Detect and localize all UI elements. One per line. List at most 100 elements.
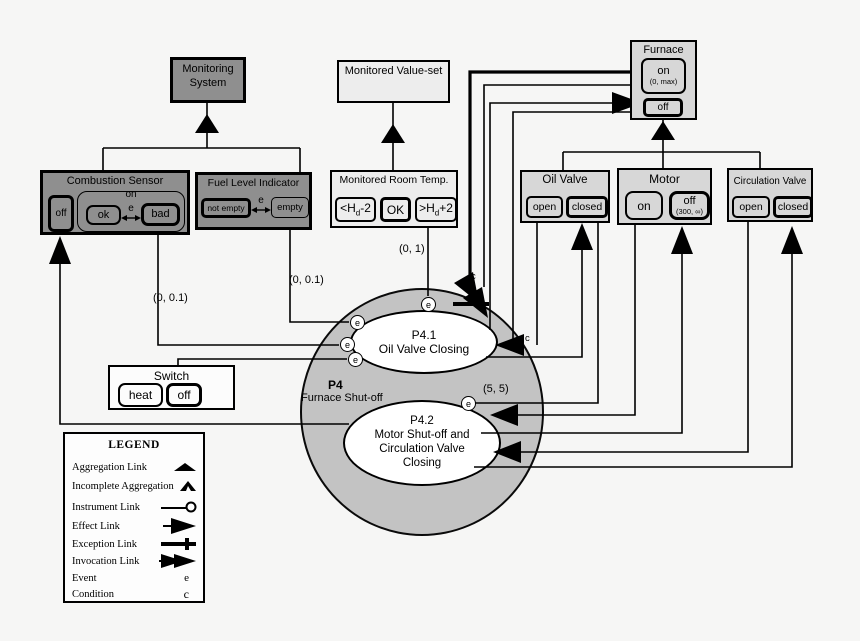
event-marker-icon: e	[340, 337, 355, 352]
timing-label: (0, 1)	[399, 243, 425, 255]
p42-id: P4.2	[410, 415, 434, 428]
motor-state-off: off (300, ∞)	[669, 191, 710, 220]
condition-arrow-icon	[495, 334, 524, 356]
aggregation-triangle-icon	[195, 114, 219, 133]
effect-arrow-icon	[671, 226, 693, 254]
condition-marker: c	[525, 333, 530, 344]
exception-link-line	[468, 70, 630, 296]
fuel-level-indicator-title: Fuel Level Indicator	[207, 177, 300, 189]
event-label: e	[258, 195, 264, 206]
temp-state-high: >Hd+2	[415, 197, 457, 222]
effect-line-p42-motor-off	[481, 254, 683, 434]
combustion-sensor-box: Combustion Sensor off on ok bad e	[40, 170, 190, 235]
legend-row: Invocation Link	[72, 553, 197, 569]
legend-title: LEGEND	[108, 439, 160, 451]
condition-c-icon: c	[183, 586, 189, 601]
monitoring-system-title: Monitoring System	[182, 63, 234, 90]
combustion-sensor-state-off: off	[48, 195, 74, 232]
effect-line-p41-oilvalve-closed	[486, 250, 583, 358]
effect-line-p42-cv-closed	[474, 254, 793, 468]
temp-high-label: >H	[419, 200, 435, 215]
legend-row: Incomplete Aggregation	[72, 478, 197, 494]
timing-label: (0, 0.1)	[289, 274, 324, 286]
legend-box: LEGEND Aggregation Link Incomplete Aggre…	[63, 432, 205, 603]
combustion-sensor-on-label: on	[125, 189, 137, 200]
event-marker-icon: e	[421, 297, 436, 312]
motor-off-label: off	[683, 194, 696, 207]
monitored-room-temp-box: Monitored Room Temp. <Hd-2 OK >Hd+2	[330, 170, 458, 228]
temp-state-low: <Hd-2	[335, 197, 376, 222]
fuel-state-not-empty: not empty	[201, 198, 251, 218]
effect-arrow-icon	[163, 518, 196, 534]
monitoring-system-box: Monitoring System	[170, 57, 246, 103]
condition-line-furnace-off-p41	[512, 111, 630, 346]
transition-arrow-icon	[121, 215, 141, 221]
process-p41-ellipse: P4.1 Oil Valve Closing	[350, 310, 498, 374]
aggregation-triangle-icon	[174, 463, 196, 471]
temp-low-label: <H	[340, 200, 356, 215]
exception-cross-icon	[161, 538, 196, 550]
invocation-double-arrow-icon	[159, 554, 196, 568]
circulation-valve-state-open: open	[732, 196, 770, 218]
effect-arrow-icon	[49, 236, 71, 264]
event-line-closed-p42	[474, 223, 599, 404]
combustion-sensor-state-ok: ok	[86, 205, 121, 225]
event-marker-icon: e	[348, 352, 363, 367]
event-marker-icon: e	[461, 396, 476, 411]
circulation-valve-state-closed: closed	[773, 196, 813, 218]
oil-valve-title: Oil Valve	[542, 174, 588, 186]
p41-name: Oil Valve Closing	[378, 342, 470, 356]
effect-arrow-icon	[781, 226, 803, 254]
temp-state-ok: OK	[380, 197, 411, 222]
condition-marker: c	[508, 405, 513, 416]
process-p42-ellipse: P4.2 Motor Shut-off and Circulation Valv…	[343, 400, 501, 486]
switch-state-heat: heat	[118, 383, 163, 407]
fuel-level-indicator-box: Fuel Level Indicator not empty empty e	[195, 172, 312, 230]
instrument-link-icon	[161, 501, 197, 513]
aggregation-triangle-icon	[651, 121, 675, 140]
condition-marker: c	[512, 441, 517, 452]
legend-row: Effect Link	[72, 518, 197, 534]
event-line-switch-off-p41	[177, 358, 347, 365]
combustion-sensor-title: Combustion Sensor	[66, 175, 164, 187]
legend-row: Exception Link	[72, 536, 197, 552]
aggregation-triangle-icon	[381, 124, 405, 143]
condition-arrow-icon	[493, 441, 521, 463]
oil-valve-state-closed: closed	[566, 196, 608, 218]
motor-off-time: (300, ∞)	[675, 206, 704, 216]
condition-line-motor-on-p42	[518, 225, 636, 416]
event-marker-icon: e	[350, 315, 365, 330]
furnace-box: Furnace on (0, max) off	[630, 40, 697, 120]
p4-id-label: P4	[328, 378, 343, 392]
oil-valve-box: Oil Valve open closed	[520, 170, 610, 223]
condition-arrow-icon	[490, 404, 518, 426]
furnace-state-off: off	[643, 98, 683, 117]
circulation-valve-title: Circulation Valve	[733, 176, 807, 187]
effect-arrow-icon	[571, 223, 593, 250]
combustion-sensor-state-on: on ok bad e	[77, 189, 185, 232]
furnace-on-time: (0, max)	[649, 77, 678, 87]
p42-name-line2: Circulation Valve	[379, 443, 465, 455]
legend-row: Condition c	[72, 586, 189, 601]
switch-state-off: off	[166, 383, 202, 407]
monitored-value-set-box: Monitored Value-set	[337, 60, 450, 103]
event-line-empty-p41	[289, 230, 349, 323]
monitored-room-temp-title: Monitored Room Temp.	[339, 174, 449, 186]
condition-marker: c	[471, 271, 476, 282]
transition-arrow-icon	[251, 207, 271, 213]
motor-box: Motor on off (300, ∞)	[617, 168, 712, 225]
event-e-icon: e	[184, 572, 189, 584]
switch-box: Switch heat off	[108, 365, 235, 410]
p42-name-line3: Closing	[402, 456, 442, 469]
legend-row: Instrument Link	[72, 499, 197, 515]
effect-line-p42-sensor-off	[59, 260, 349, 425]
event-line-bad-p41	[157, 233, 339, 346]
event-label: e	[128, 203, 134, 214]
legend-row: Aggregation Link	[72, 459, 197, 475]
p41-id: P4.1	[411, 327, 437, 342]
effect-line-p41-furnace-off	[489, 102, 614, 330]
furnace-title: Furnace	[643, 44, 684, 56]
oil-valve-state-open: open	[526, 196, 563, 218]
invocation-arrow-icon	[454, 272, 479, 303]
